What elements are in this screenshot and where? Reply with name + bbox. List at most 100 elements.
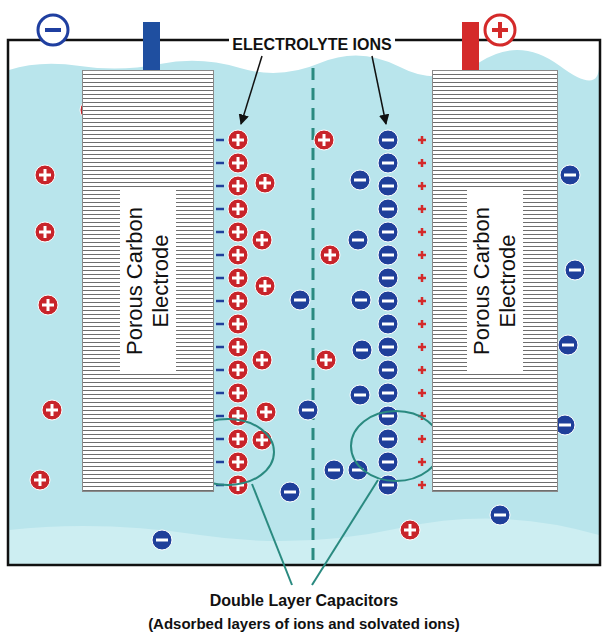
ion-body — [280, 482, 300, 502]
cell-ground — [8, 40, 600, 565]
ion-body — [490, 505, 510, 525]
ion-body — [252, 350, 272, 370]
electrode: Porous Carbon Electrode — [82, 70, 214, 492]
anion — [280, 482, 300, 502]
cation — [228, 245, 248, 265]
minus-symbol — [38, 15, 68, 45]
surface-charge — [216, 208, 224, 211]
ion-sign — [237, 134, 240, 146]
ion-body — [378, 406, 398, 426]
ion-sign — [237, 295, 240, 307]
ion-sign — [382, 415, 394, 418]
ion-sign — [354, 179, 366, 182]
cation — [228, 452, 248, 472]
ion-body — [378, 176, 398, 196]
ion-body — [378, 383, 398, 403]
ion-sign — [323, 134, 326, 146]
cation — [255, 276, 275, 296]
anion — [378, 130, 398, 150]
ion-body — [228, 245, 248, 265]
ion-sign — [237, 433, 240, 445]
ion-sign — [237, 180, 240, 192]
anion — [378, 337, 398, 357]
ion-sign — [562, 344, 574, 347]
ion-body — [38, 295, 58, 315]
ion-body — [351, 290, 371, 310]
ion-body — [228, 130, 248, 150]
anion — [290, 290, 310, 310]
ion-sign — [352, 239, 364, 242]
ion-sign — [265, 406, 268, 418]
ion-sign — [284, 491, 296, 494]
ion-body — [378, 199, 398, 219]
cation — [228, 153, 248, 173]
surface-charge — [216, 300, 224, 303]
ion-sign — [44, 226, 47, 238]
electrode-label: Porous Carbon Electrode — [120, 190, 176, 372]
caption-note: (Adsorbed layers of ions and solvated io… — [145, 615, 463, 632]
surface-charge — [216, 392, 224, 395]
anion — [378, 475, 398, 495]
cation — [228, 222, 248, 242]
cation — [35, 165, 55, 185]
ion-body — [228, 199, 248, 219]
ion-sign — [382, 323, 394, 326]
ion-sign — [39, 474, 42, 486]
positive-terminal — [462, 22, 479, 77]
caption-label: Double Layer Capacitors — [207, 592, 402, 610]
ion-body — [555, 415, 575, 435]
ion-sign — [237, 226, 240, 238]
surface-charge — [421, 274, 424, 282]
cation — [228, 268, 248, 288]
ion-body — [228, 176, 248, 196]
ion-body — [228, 153, 248, 173]
ion-sign — [237, 203, 240, 215]
cation — [400, 520, 420, 540]
cation — [252, 430, 272, 450]
ion-body — [316, 350, 336, 370]
surface-charge — [216, 323, 224, 326]
ion-body — [378, 475, 398, 495]
ion-sign — [237, 341, 240, 353]
leader-arrow — [241, 56, 262, 124]
ion-sign — [237, 249, 240, 261]
ion-body — [252, 230, 272, 250]
surface-charge — [216, 139, 224, 142]
ion-sign — [382, 346, 394, 349]
surface-charge — [216, 231, 224, 234]
ion-body — [298, 400, 318, 420]
ion-body — [348, 230, 368, 250]
cation — [228, 176, 248, 196]
surface-charge — [421, 205, 424, 213]
ion-body — [228, 429, 248, 449]
ion-body — [228, 383, 248, 403]
ion-body — [378, 429, 398, 449]
surface-charge — [216, 277, 224, 280]
ion-body — [152, 530, 172, 550]
ion-body — [314, 130, 334, 150]
ion-sign — [382, 300, 394, 303]
anion — [351, 290, 371, 310]
ion-sign — [156, 539, 168, 542]
cation — [252, 230, 272, 250]
surface-charge — [216, 162, 224, 165]
ion-body — [558, 335, 578, 355]
ion-sign — [382, 369, 394, 372]
ion-body — [324, 460, 344, 480]
cation — [228, 429, 248, 449]
electrolyte-bottom — [9, 519, 599, 564]
minus-sign — [45, 28, 61, 32]
ion-body — [560, 165, 580, 185]
ion-body — [565, 260, 585, 280]
ion-sign — [264, 280, 267, 292]
ion-body — [255, 276, 275, 296]
anion — [378, 245, 398, 265]
ion-sign — [382, 231, 394, 234]
ion-sign — [264, 177, 267, 189]
cation — [228, 199, 248, 219]
double-layer-ring — [351, 411, 441, 481]
ion-body — [400, 520, 420, 540]
ion-sign — [409, 524, 412, 536]
ion-sign — [294, 299, 306, 302]
cation — [256, 402, 276, 422]
